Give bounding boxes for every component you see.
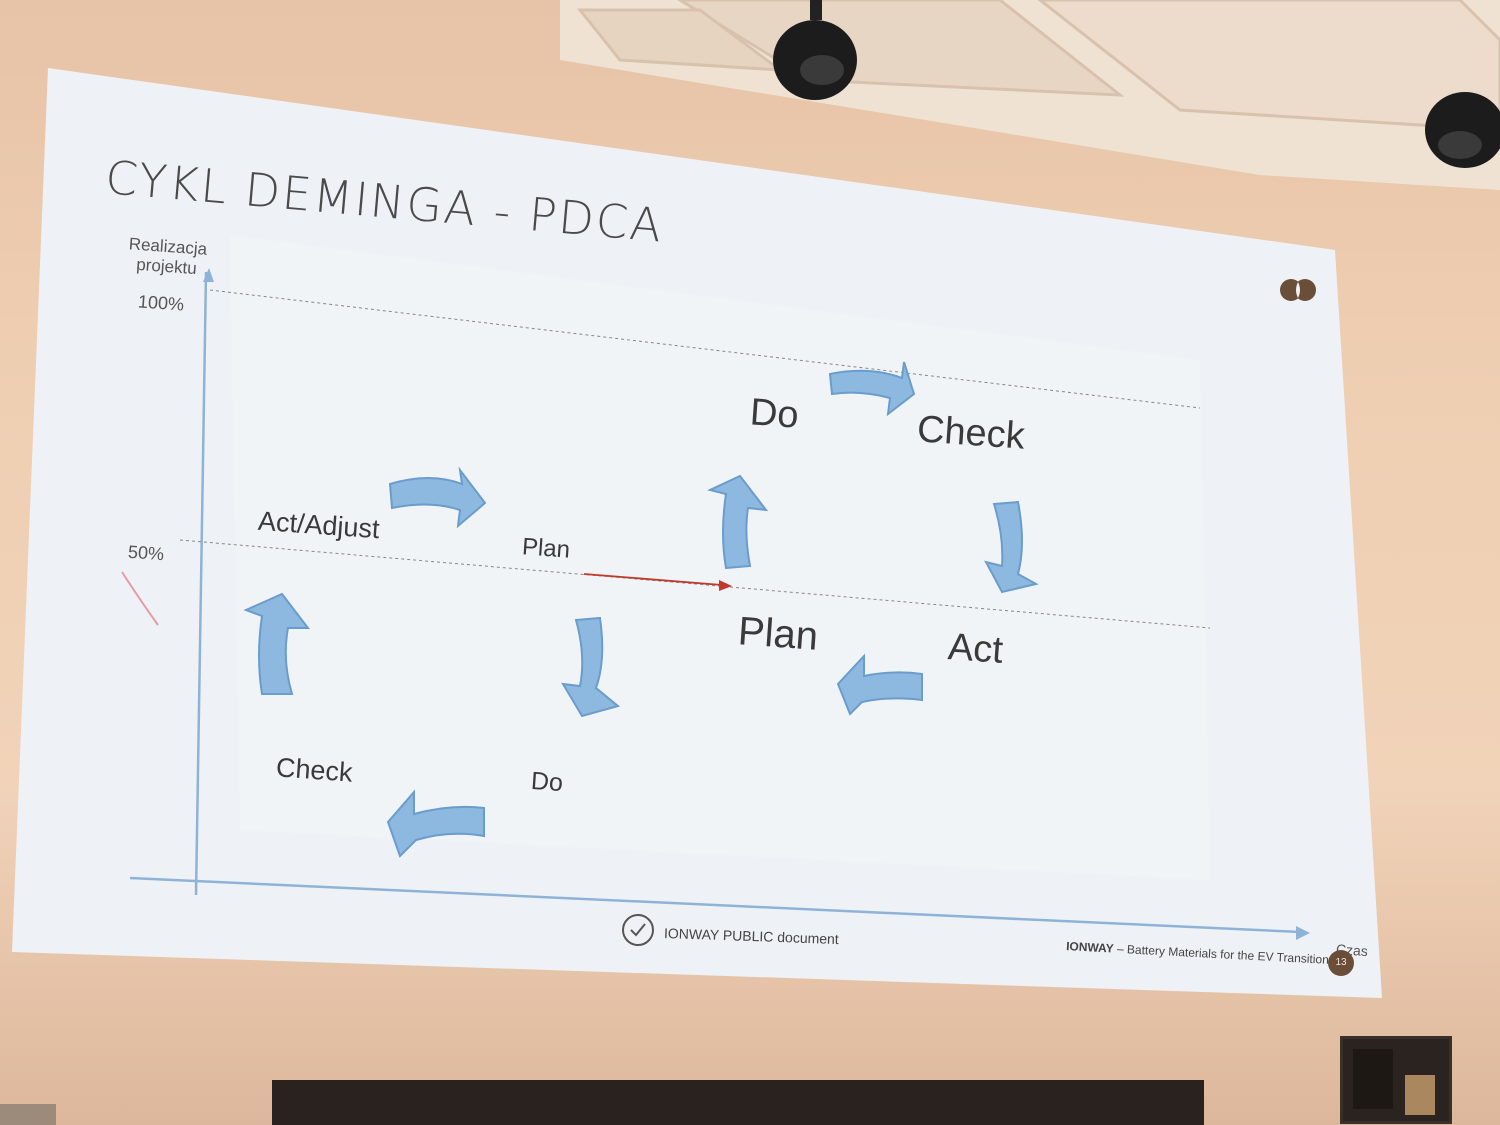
arrow-left-2	[836, 653, 923, 716]
level-50-line	[179, 539, 1211, 629]
check-circle-icon	[622, 914, 654, 946]
arrow-left-1	[386, 789, 485, 858]
arrow-up-1	[243, 592, 311, 695]
arrow-down-1	[561, 616, 621, 718]
wall-socket	[0, 1104, 56, 1125]
y-axis-label-line2: projektu	[135, 254, 198, 279]
stage-plan-2: Plan	[736, 609, 820, 659]
stage-plan-1: Plan	[521, 533, 571, 564]
spotlight-icon	[1425, 92, 1500, 168]
stage-check-2: Check	[915, 408, 1027, 458]
footer-tagline: – Battery Materials for the EV Transitio…	[1113, 941, 1330, 967]
logo-icon	[1280, 279, 1316, 301]
stage-act-adjust: Act/Adjust	[257, 505, 381, 545]
level-50-label: 50%	[127, 541, 165, 565]
footer-brand: IONWAY	[1065, 939, 1115, 956]
x-axis	[129, 876, 1301, 934]
stage-do-1: Do	[530, 766, 564, 798]
stage-do-2: Do	[748, 391, 801, 437]
footer-document-label: IONWAY PUBLIC document	[663, 924, 840, 948]
level-100-label: 100%	[137, 291, 185, 315]
y-axis	[194, 271, 208, 896]
level-100-line	[209, 289, 1201, 409]
arrow-up-2	[707, 474, 769, 570]
arrow-right-1	[388, 466, 487, 529]
wall-panel	[1340, 1036, 1452, 1124]
ceiling	[560, 0, 1500, 190]
stage-edge	[272, 1080, 1204, 1125]
progress-arrow	[583, 573, 723, 586]
page-number-badge: 13	[1328, 950, 1354, 976]
stage-check-1: Check	[275, 752, 354, 788]
arrow-down-2	[984, 500, 1039, 594]
y-axis-label: Realizacja projektu	[127, 234, 208, 279]
arrow-right-2	[828, 361, 916, 417]
footer-brand-line: IONWAY – Battery Materials for the EV Tr…	[1066, 939, 1329, 967]
stage-act-2: Act	[946, 626, 1005, 672]
